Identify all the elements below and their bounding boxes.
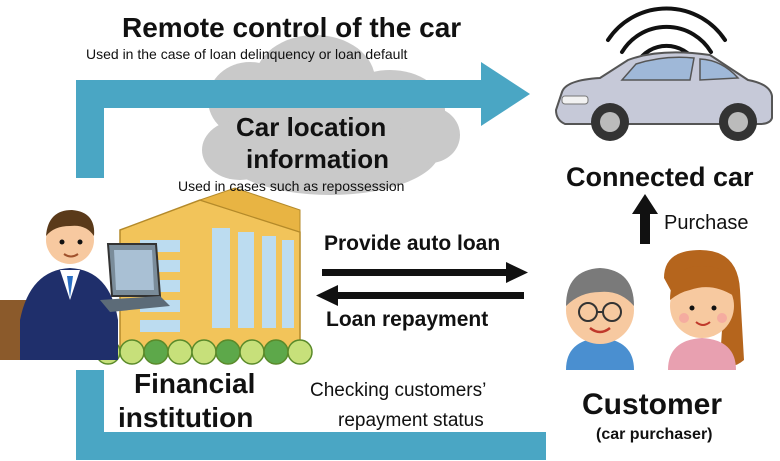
remote-control-title: Remote control of the car xyxy=(122,12,462,43)
financial-institution-line1: Financial xyxy=(134,368,256,399)
checking-status-line2: repayment status xyxy=(338,410,484,431)
connected-car-label: Connected car xyxy=(566,162,754,192)
provide-loan-label: Provide auto loan xyxy=(324,232,501,255)
remote-control-subtitle: Used in the case of loan delinquency or … xyxy=(86,46,408,62)
car-location-line1: Car location xyxy=(236,112,387,142)
customer-label: Customer xyxy=(582,388,723,421)
building-icon xyxy=(95,187,313,365)
customer-man-icon xyxy=(566,268,634,370)
purchase-arrow xyxy=(632,194,658,244)
provide-loan-arrow xyxy=(322,262,528,283)
banker-icon xyxy=(0,210,170,360)
financial-institution-line2: institution xyxy=(118,402,254,433)
customer-sublabel: (car purchaser) xyxy=(596,426,713,443)
repayment-arrow xyxy=(316,285,524,306)
car-location-subtitle: Used in cases such as repossession xyxy=(178,178,405,194)
checking-status-line1: Checking customers’ xyxy=(310,380,487,401)
customer-woman-icon xyxy=(664,250,744,370)
remote-control-arrow xyxy=(76,62,530,178)
car-icon xyxy=(554,51,773,141)
loan-repayment-label: Loan repayment xyxy=(326,308,489,331)
repayment-status-bar xyxy=(76,370,546,460)
car-location-line2: information xyxy=(246,144,389,174)
purchase-label: Purchase xyxy=(664,212,749,234)
